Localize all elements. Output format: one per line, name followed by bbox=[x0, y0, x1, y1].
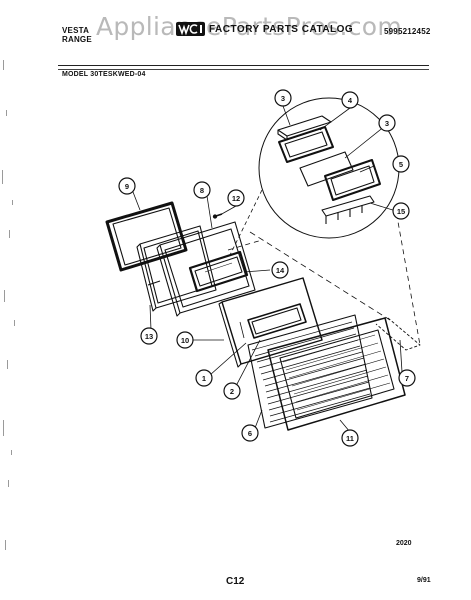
page-code: 2020 bbox=[396, 540, 412, 547]
door-gasket-part bbox=[105, 201, 188, 272]
callout-11-label: 11 bbox=[346, 434, 354, 443]
callout-12: 12 bbox=[227, 189, 245, 207]
watermark: AppliancePartsPros.com bbox=[96, 12, 403, 41]
callout-1-label: 1 bbox=[202, 374, 206, 383]
detail-inset-circle bbox=[258, 97, 400, 239]
door-insulation-part bbox=[247, 314, 373, 429]
callout-7: 7 bbox=[398, 369, 416, 387]
callout-10-label: 10 bbox=[181, 336, 189, 345]
callout-2: 2 bbox=[223, 382, 241, 400]
callout-4-label: 4 bbox=[348, 96, 353, 105]
callout-14: 14 bbox=[271, 261, 289, 279]
callout-9: 9 bbox=[118, 177, 136, 195]
door-handle-part bbox=[375, 317, 421, 351]
callout-9-label: 9 bbox=[125, 182, 129, 191]
callout-1: 1 bbox=[195, 369, 213, 387]
inset-window-frame bbox=[324, 159, 381, 201]
callout-11: 11 bbox=[341, 429, 359, 447]
callout-15: 15 bbox=[392, 202, 410, 220]
brand-line-2: RANGE bbox=[62, 35, 92, 44]
callout-15-label: 15 bbox=[397, 207, 405, 216]
callout-5-label: 5 bbox=[399, 160, 403, 169]
header-rule bbox=[58, 65, 429, 66]
catalog-date: 9/91 bbox=[417, 577, 431, 584]
callout-12-label: 12 bbox=[232, 194, 240, 203]
outer-door-panel-part bbox=[218, 277, 323, 368]
callout-6-label: 6 bbox=[248, 429, 252, 438]
callout-6: 6 bbox=[241, 424, 259, 442]
brand-line-1: VESTA bbox=[62, 26, 90, 35]
callout-14-label: 14 bbox=[276, 266, 285, 275]
inner-door-liner-part bbox=[136, 225, 217, 312]
callout-13: 13 bbox=[140, 327, 158, 345]
callout-3a: 3 bbox=[274, 89, 292, 107]
callout-5: 5 bbox=[392, 155, 410, 173]
callout-group: 3 4 3 5 15 9 8 12 14 13 10 1 2 7 6 11 bbox=[118, 89, 416, 447]
callout-4: 4 bbox=[341, 91, 359, 109]
callout-8: 8 bbox=[193, 181, 211, 199]
scan-edge-artifacts bbox=[2, 60, 15, 550]
model-label: MODEL 30TESKWED-04 bbox=[62, 71, 146, 78]
callout-3b-label: 3 bbox=[385, 119, 389, 128]
inset-gasket-frame bbox=[278, 126, 334, 163]
leader-lines bbox=[132, 105, 403, 433]
callout-7-label: 7 bbox=[405, 374, 409, 383]
page-number: C12 bbox=[226, 576, 245, 587]
callout-3a-label: 3 bbox=[281, 94, 285, 103]
callout-13-label: 13 bbox=[145, 332, 153, 341]
outer-glass-frame-part bbox=[267, 317, 406, 431]
header-rule-thin bbox=[58, 69, 429, 70]
callout-2-label: 2 bbox=[230, 387, 234, 396]
brand: VESTA RANGE bbox=[62, 26, 92, 44]
inset-bracket bbox=[321, 195, 375, 224]
wci-logo-icon bbox=[176, 22, 205, 36]
catalog-title: FACTORY PARTS CATALOG bbox=[209, 24, 354, 35]
callout-8-label: 8 bbox=[200, 186, 204, 195]
inner-door-panel-part bbox=[156, 221, 256, 317]
inset-glass-pane-lower bbox=[299, 151, 354, 187]
part-number: 5995212452 bbox=[384, 27, 431, 36]
callout-10: 10 bbox=[176, 331, 194, 349]
callout-3b: 3 bbox=[378, 114, 396, 132]
